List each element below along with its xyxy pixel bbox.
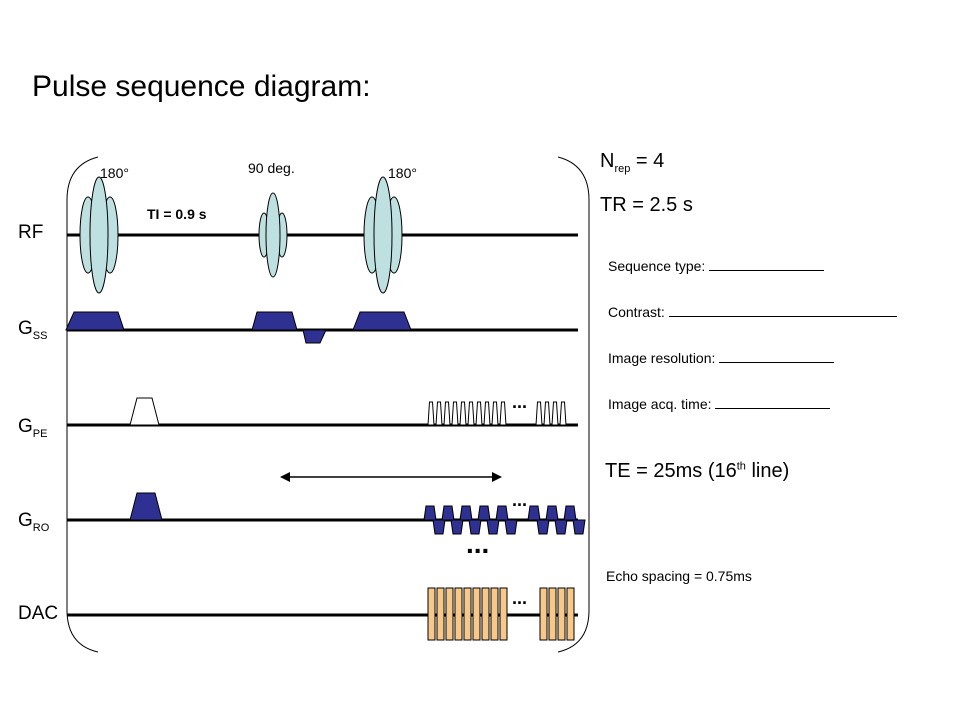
gpe-blip bbox=[459, 401, 467, 426]
gro-readout-train bbox=[423, 505, 586, 535]
rf-pulse-90 bbox=[258, 192, 288, 278]
gpe-blip bbox=[451, 401, 459, 426]
gpe-blip bbox=[427, 401, 435, 426]
gro-negative-lobe bbox=[572, 519, 586, 535]
te-label: TE = 25ms (16th line) bbox=[605, 460, 790, 482]
dac-window bbox=[445, 587, 454, 641]
dac-window bbox=[463, 587, 472, 641]
gro-negative-lobe bbox=[554, 519, 568, 535]
dac-sampling-train bbox=[427, 587, 575, 641]
rf-pulse-2-label: 90 deg. bbox=[248, 160, 295, 176]
contrast-question: Contrast: bbox=[608, 302, 897, 320]
dac-window bbox=[481, 587, 490, 641]
gro-positive-lobe bbox=[477, 505, 491, 521]
gro-ellipsis: ... bbox=[512, 490, 528, 510]
gpe-blip bbox=[499, 401, 507, 426]
dac-window bbox=[436, 587, 445, 641]
gpe-blip bbox=[483, 401, 491, 426]
echo-spacing-label: Echo spacing = 0.75ms bbox=[606, 568, 752, 584]
rf-pulse-1-label: 180° bbox=[100, 165, 129, 181]
rf-row-label: RF bbox=[18, 222, 44, 243]
dac-window bbox=[499, 587, 508, 641]
dac-window bbox=[490, 587, 499, 641]
gpe-blip bbox=[559, 401, 567, 426]
dac-window bbox=[548, 587, 557, 641]
gpe-blip bbox=[543, 401, 551, 426]
gro-positive-lobe bbox=[563, 505, 577, 521]
gro-positive-lobe bbox=[459, 505, 473, 521]
gpe-blip bbox=[551, 401, 559, 426]
dac-window bbox=[454, 587, 463, 641]
resolution-blank bbox=[719, 348, 835, 363]
gss-rephase-lobe bbox=[302, 329, 327, 344]
dac-window bbox=[557, 587, 566, 641]
gpe-row-label: GPE bbox=[18, 416, 48, 440]
sequence-type-question: Sequence type: bbox=[608, 256, 825, 274]
left-bracket bbox=[66, 156, 99, 653]
gro-positive-lobe bbox=[423, 505, 437, 521]
gpe-ellipsis: ... bbox=[512, 392, 528, 412]
gss-row-label: GSS bbox=[18, 318, 48, 342]
acq-time-blank bbox=[715, 394, 831, 409]
ti-label: TI = 0.9 s bbox=[147, 206, 207, 222]
gro-prephase bbox=[129, 492, 163, 521]
gro-positive-lobe bbox=[441, 505, 455, 521]
gpe-blip bbox=[467, 401, 475, 426]
gro-positive-lobe bbox=[495, 505, 509, 521]
dac-window bbox=[427, 587, 436, 641]
gss-gradient-2 bbox=[251, 311, 298, 331]
sequence-type-blank bbox=[709, 256, 825, 271]
gro-negative-lobe bbox=[486, 519, 500, 535]
gpe-blip bbox=[491, 401, 499, 426]
gpe-blip bbox=[535, 401, 543, 426]
dac-row-label: DAC bbox=[18, 603, 59, 624]
gpe-prephase bbox=[129, 397, 160, 426]
page-title: Pulse sequence diagram: bbox=[32, 70, 371, 103]
rf-pulse-180-first bbox=[79, 176, 119, 294]
gro-positive-lobe bbox=[545, 505, 559, 521]
gpe-blip bbox=[435, 401, 443, 426]
dac-window bbox=[472, 587, 481, 641]
dac-ellipsis: ... bbox=[512, 588, 528, 608]
contrast-blank bbox=[668, 302, 897, 317]
gro-negative-lobe bbox=[450, 519, 464, 535]
gpe-blip bbox=[475, 401, 483, 426]
gro-negative-lobe bbox=[432, 519, 446, 535]
gro-negative-lobe bbox=[468, 519, 482, 535]
gro-negative-lobe bbox=[536, 519, 550, 535]
tr-label: TR = 2.5 s bbox=[600, 194, 693, 216]
rf-pulse-3-label: 180° bbox=[388, 165, 417, 181]
gss-gradient-3 bbox=[352, 311, 412, 331]
gro-row-label: GRO bbox=[18, 510, 50, 534]
gss-gradient-1 bbox=[65, 311, 125, 331]
gro-negative-lobe bbox=[504, 519, 518, 535]
rf-pulse-180-second bbox=[363, 176, 403, 294]
dac-window bbox=[539, 587, 548, 641]
gpe-blip bbox=[443, 401, 451, 426]
nrep-label: Nrep = 4 bbox=[600, 150, 665, 175]
gro-positive-lobe bbox=[527, 505, 541, 521]
resolution-question: Image resolution: bbox=[608, 348, 835, 366]
right-bracket bbox=[557, 156, 590, 653]
te-arrow bbox=[280, 472, 502, 482]
gpe-blips bbox=[427, 401, 567, 426]
middle-ellipsis: ... bbox=[466, 528, 490, 559]
dac-window bbox=[566, 587, 575, 641]
acq-time-question: Image acq. time: bbox=[608, 394, 831, 412]
